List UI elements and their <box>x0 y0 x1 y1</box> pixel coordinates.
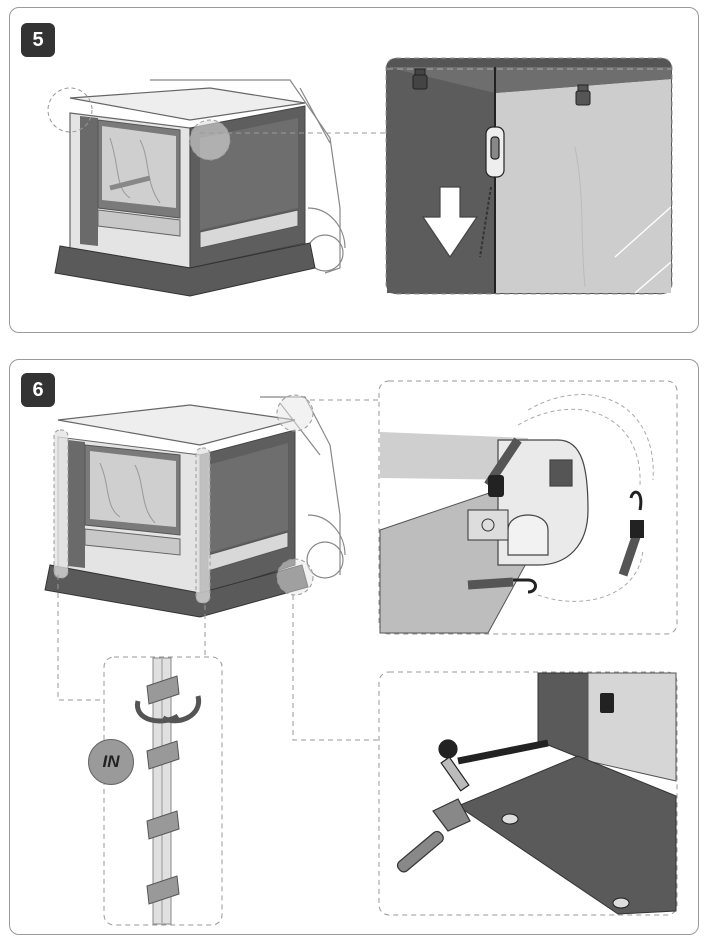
step-6-tent-illustration <box>44 394 346 618</box>
strap-hook-icon <box>513 578 537 594</box>
hammer-icon <box>396 798 471 873</box>
step-5-zipper-detail <box>385 57 673 295</box>
tent-roof <box>69 87 306 121</box>
callout-circle-ground <box>276 558 314 596</box>
velcro-strap <box>146 675 180 905</box>
buckle-icon <box>575 84 591 106</box>
corner-pole-highlight <box>195 447 211 604</box>
step-5-panel: 5 <box>9 7 699 333</box>
buckle-icon <box>412 68 428 90</box>
step-6-pole-strap-detail <box>103 656 223 926</box>
ground-sheet <box>54 242 316 297</box>
in-label: IN <box>102 752 120 771</box>
callout-circle-corner-right <box>189 119 231 161</box>
strap-hook-icon <box>629 490 643 511</box>
step-6-ground-peg-detail <box>378 671 678 916</box>
step-6-awning-strap-detail <box>378 380 678 635</box>
callout-circle-corner-left <box>47 87 93 133</box>
bracket <box>467 509 509 541</box>
front-pole-highlight <box>53 429 69 579</box>
awning-end-cap <box>497 439 589 566</box>
zipper-pull-icon <box>485 126 505 178</box>
step-6-badge: 6 <box>21 373 55 407</box>
callout-circle-awning <box>276 394 314 432</box>
step-5-leader-line <box>200 132 390 134</box>
eyelet <box>501 813 630 909</box>
ground-peg-icon <box>438 739 470 792</box>
in-badge: IN <box>88 739 134 785</box>
down-arrow-icon <box>421 186 479 259</box>
step-5-tent-illustration <box>47 79 346 297</box>
rotate-arrows-icon <box>135 695 202 724</box>
buckle-icon <box>600 693 614 713</box>
step-6-leader-lines <box>57 399 380 741</box>
strap-buckle-icon <box>488 475 504 497</box>
step-5-badge: 5 <box>21 23 55 57</box>
step-6-panel: 6 <box>9 359 699 935</box>
